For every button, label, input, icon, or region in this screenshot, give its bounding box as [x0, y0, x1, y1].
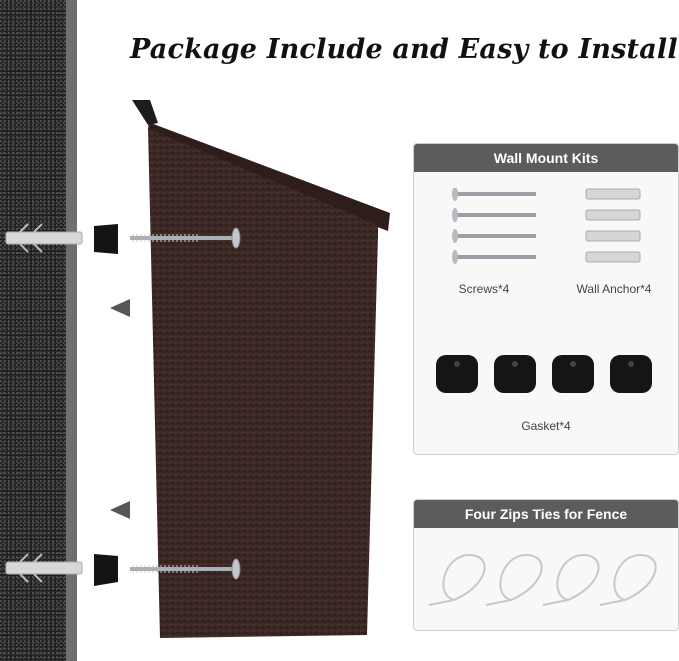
screw-icon: [130, 558, 241, 580]
upper-mount-hardware: [5, 223, 241, 254]
wall-mount-kits-panel: Wall Mount Kits Screws*4 Wall Anchor*4 G…: [413, 143, 679, 455]
wall-anchor-icon: [5, 223, 83, 253]
mailbox-lid: [148, 122, 390, 231]
panel-heading: Wall Mount Kits: [414, 144, 678, 172]
mailbox-illustration: [132, 100, 390, 638]
direction-arrow-icon: [110, 501, 130, 519]
gasket-icon: [436, 355, 652, 393]
wall-edge: [66, 0, 77, 661]
zip-tie-icon: [428, 553, 657, 606]
panel-heading: Four Zips Ties for Fence: [414, 500, 678, 528]
page-title: Package Include and Easy to Install: [130, 34, 678, 65]
zip-ties-panel: Four Zips Ties for Fence: [413, 499, 679, 631]
screw-icon: [130, 227, 241, 249]
screws-label: Screws*4: [458, 282, 510, 296]
screw-icon: [452, 188, 536, 264]
mailbox-body: [148, 127, 378, 638]
wall-anchor-icon: [585, 188, 641, 263]
direction-arrow-icon: [110, 299, 130, 317]
lower-mount-hardware: [5, 553, 241, 586]
gasket-icon: [94, 554, 118, 586]
gasket-label: Gasket*4: [521, 419, 571, 433]
wall-surface: [0, 0, 66, 661]
gasket-icon: [94, 224, 118, 254]
wall-anchor-label: Wall Anchor*4: [576, 282, 652, 296]
wall-anchor-icon: [5, 553, 83, 583]
